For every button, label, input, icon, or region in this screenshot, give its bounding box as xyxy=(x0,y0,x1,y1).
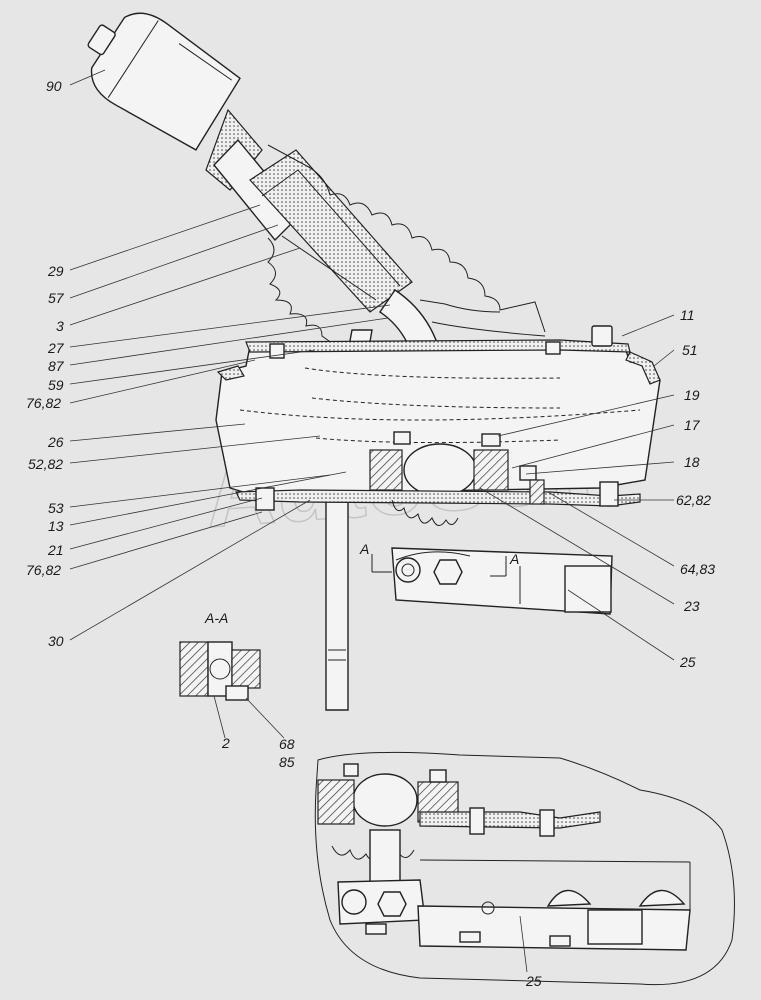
callout-26: 26 xyxy=(47,434,64,450)
callout-23: 23 xyxy=(683,598,700,614)
shift-lever-assembly xyxy=(87,12,661,711)
callout-labels: 90 29 57 3 27 87 59 76,82 26 52,82 53 13… xyxy=(26,78,715,989)
section-a-a-detail: A-A xyxy=(179,610,261,701)
callout-17: 17 xyxy=(684,417,701,433)
callout-19: 19 xyxy=(684,387,700,403)
callout-27: 27 xyxy=(47,340,65,356)
callout-13: 13 xyxy=(48,518,64,534)
callout-90: 90 xyxy=(46,78,62,94)
callout-18: 18 xyxy=(684,454,700,470)
callout-25-upper: 25 xyxy=(679,654,696,670)
leader-lines xyxy=(69,69,675,973)
callout-53: 53 xyxy=(48,500,64,516)
detail-outline xyxy=(314,751,735,986)
svg-text:A: A xyxy=(359,541,369,557)
callout-30: 30 xyxy=(48,633,64,649)
callout-3: 3 xyxy=(56,318,64,334)
callout-76-82-lower: 76,82 xyxy=(26,562,61,578)
lever-knob xyxy=(87,12,241,151)
callout-51: 51 xyxy=(682,342,698,358)
ball-joint xyxy=(403,443,477,497)
callout-29: 29 xyxy=(47,263,64,279)
callout-85: 85 xyxy=(279,754,295,770)
callout-21: 21 xyxy=(47,542,64,558)
rubber-boot xyxy=(267,144,546,333)
callout-76-82-upper: 76,82 xyxy=(26,395,61,411)
callout-59: 59 xyxy=(48,377,64,393)
callout-25-lower: 25 xyxy=(525,973,542,989)
callout-11: 11 xyxy=(680,307,695,323)
lower-detail-view xyxy=(314,751,735,986)
callout-64-83: 64,83 xyxy=(680,561,715,577)
section-title: A-A xyxy=(204,610,228,626)
callout-52-82: 52,82 xyxy=(28,456,63,472)
section-markers: A A xyxy=(359,541,519,577)
callout-2: 2 xyxy=(221,735,230,751)
callout-62-82: 62,82 xyxy=(676,492,711,508)
callout-68: 68 xyxy=(279,736,295,752)
svg-text:A: A xyxy=(509,551,519,567)
callout-57: 57 xyxy=(48,290,65,306)
callout-87: 87 xyxy=(48,358,65,374)
